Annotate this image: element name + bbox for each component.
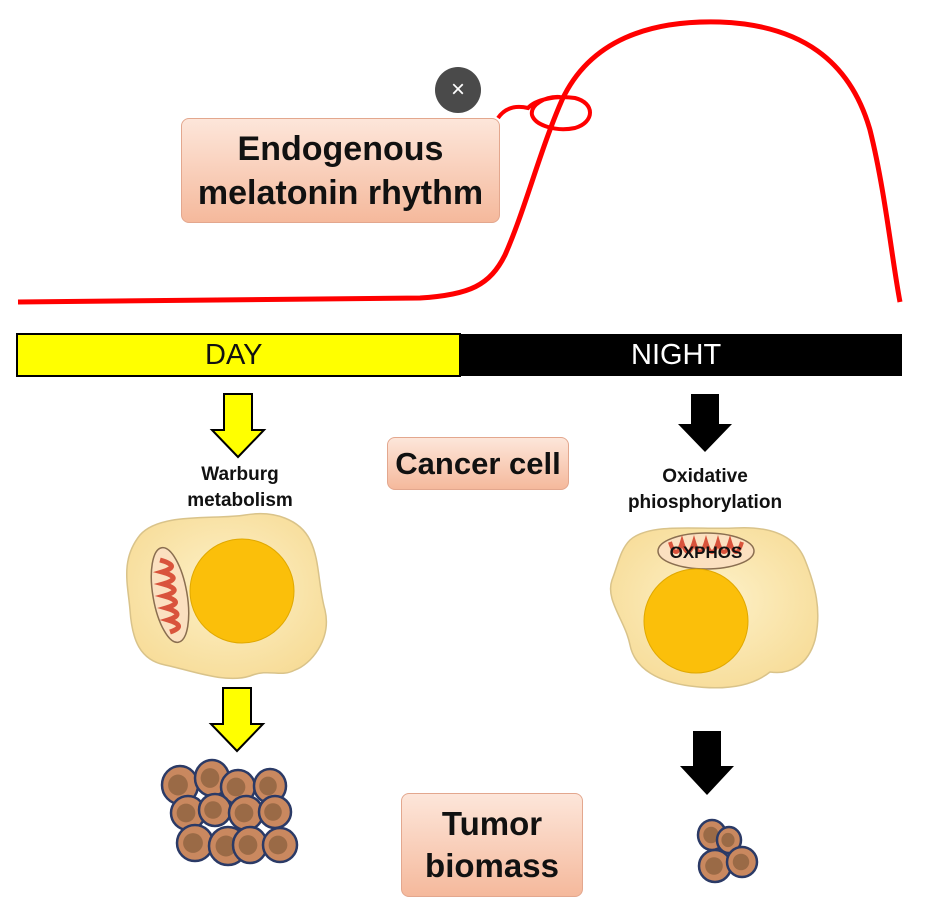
tumor-cell-nucleus: [204, 801, 222, 819]
tumor-cell-nucleus: [705, 857, 723, 875]
tumor-line-2: biomass: [425, 847, 559, 884]
tumor-cell-nucleus: [259, 776, 277, 796]
melatonin-box: Endogenous melatonin rhythm: [181, 118, 500, 223]
tumor-line-1: Tumor: [441, 805, 543, 842]
tumor-cell-nucleus: [264, 803, 282, 821]
oxidative-line-1: Oxidative: [662, 466, 748, 487]
tumor-cell-nucleus: [168, 774, 188, 796]
oxidative-label: Oxidative phiosphorylation: [610, 464, 800, 516]
tumor-cell-nucleus: [176, 803, 196, 823]
tumor-cell-nucleus: [732, 853, 750, 871]
day-label: DAY: [205, 339, 263, 371]
melatonin-line-1: Endogenous: [237, 129, 444, 168]
close-button[interactable]: ×: [435, 67, 481, 113]
tumor-cell-nucleus: [721, 832, 735, 848]
day-nucleus: [189, 538, 295, 644]
tumor-cell-nucleus: [200, 768, 220, 788]
cancer-cell-box: Cancer cell: [387, 437, 569, 490]
warburg-line-1: Warburg: [201, 464, 279, 485]
melatonin-line-2: melatonin rhythm: [197, 173, 484, 212]
oxphos-label: OXPHOS: [670, 543, 743, 562]
oxidative-line-2: phiosphorylation: [627, 492, 783, 513]
tumor-cell-nucleus: [215, 835, 237, 857]
day-mitochondrion-cristae: [152, 557, 181, 635]
warburg-label: Warburg metabolism: [150, 462, 330, 514]
tumor-biomass-box: Tumor biomass: [401, 793, 583, 897]
night-label: NIGHT: [631, 339, 722, 371]
tumor-cell-nucleus: [703, 826, 719, 844]
close-icon[interactable]: ×: [450, 76, 465, 103]
curve-loop: [496, 94, 592, 132]
day-arrow-bottom: [208, 687, 266, 753]
night-arrow-bottom: [680, 731, 734, 795]
tumor-cell-nucleus: [234, 803, 254, 823]
night-arrow-top: [678, 394, 732, 452]
day-tumor-cluster: [160, 758, 299, 867]
tumor-cell-nucleus: [238, 835, 258, 855]
cancer-cell-label: Cancer cell: [395, 445, 561, 481]
night-tumor-cluster: [696, 818, 759, 884]
night-bar: [460, 334, 902, 376]
warburg-line-2: metabolism: [187, 490, 293, 511]
melatonin-curve: [17, 19, 903, 305]
day-arrow-top: [209, 393, 267, 459]
tumor-cell-nucleus: [268, 835, 288, 855]
tumor-cell-nucleus: [226, 777, 246, 797]
night-mitochondrion-cristae: [668, 535, 744, 554]
night-nucleus: [643, 568, 749, 674]
tumor-cell-nucleus: [183, 833, 203, 853]
